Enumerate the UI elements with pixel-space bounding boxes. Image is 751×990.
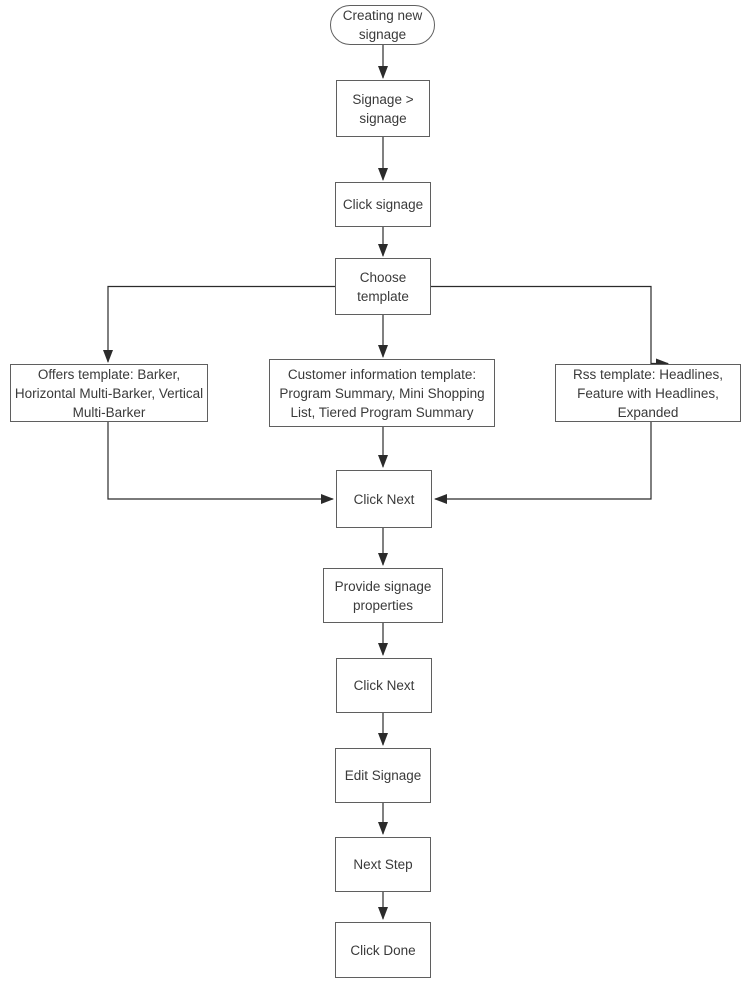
node-customer-template: Customer information template: Program S… bbox=[269, 359, 495, 427]
node-signage-menu-label: Signage > signage bbox=[352, 91, 414, 126]
node-choose-template-label: Choose template bbox=[357, 269, 409, 304]
edge-choose-to-offers bbox=[103, 285, 335, 363]
node-edit-signage: Edit Signage bbox=[335, 748, 431, 803]
node-click-signage-label: Click signage bbox=[342, 197, 424, 212]
edge-offers-to-click-next bbox=[107, 422, 334, 504]
node-next-step: Next Step bbox=[335, 837, 431, 892]
node-rss-template-label: Rss template: Headlines, Feature with He… bbox=[572, 366, 724, 420]
node-provide-properties-label: Provide signage properties bbox=[334, 578, 432, 613]
edge-rss-to-click-next bbox=[434, 422, 652, 504]
node-choose-template: Choose template bbox=[335, 258, 431, 315]
node-provide-properties: Provide signage properties bbox=[323, 568, 443, 623]
node-next-step-label: Next Step bbox=[353, 857, 413, 872]
node-customer-template-label: Customer information template: Program S… bbox=[279, 366, 485, 420]
node-offers-template-label: Offers template: Barker, Horizontal Mult… bbox=[14, 366, 204, 420]
node-click-next-1-label: Click Next bbox=[353, 491, 415, 507]
node-start: Creating new signage bbox=[330, 5, 435, 45]
node-click-next-2-label: Click Next bbox=[353, 678, 415, 693]
node-click-next-1: Click Next bbox=[336, 470, 432, 528]
node-click-signage: Click signage bbox=[335, 182, 431, 227]
node-click-done: Click Done bbox=[335, 922, 431, 978]
node-edit-signage-label: Edit Signage bbox=[344, 768, 422, 783]
node-signage-menu: Signage > signage bbox=[336, 80, 430, 137]
node-click-next-2: Click Next bbox=[336, 658, 432, 713]
edge-choose-to-rss bbox=[430, 285, 669, 369]
node-offers-template: Offers template: Barker, Horizontal Mult… bbox=[10, 364, 208, 422]
node-rss-template: Rss template: Headlines, Feature with He… bbox=[555, 364, 741, 422]
node-start-label: Creating new signage bbox=[342, 8, 423, 42]
node-click-done-label: Click Done bbox=[350, 942, 416, 958]
